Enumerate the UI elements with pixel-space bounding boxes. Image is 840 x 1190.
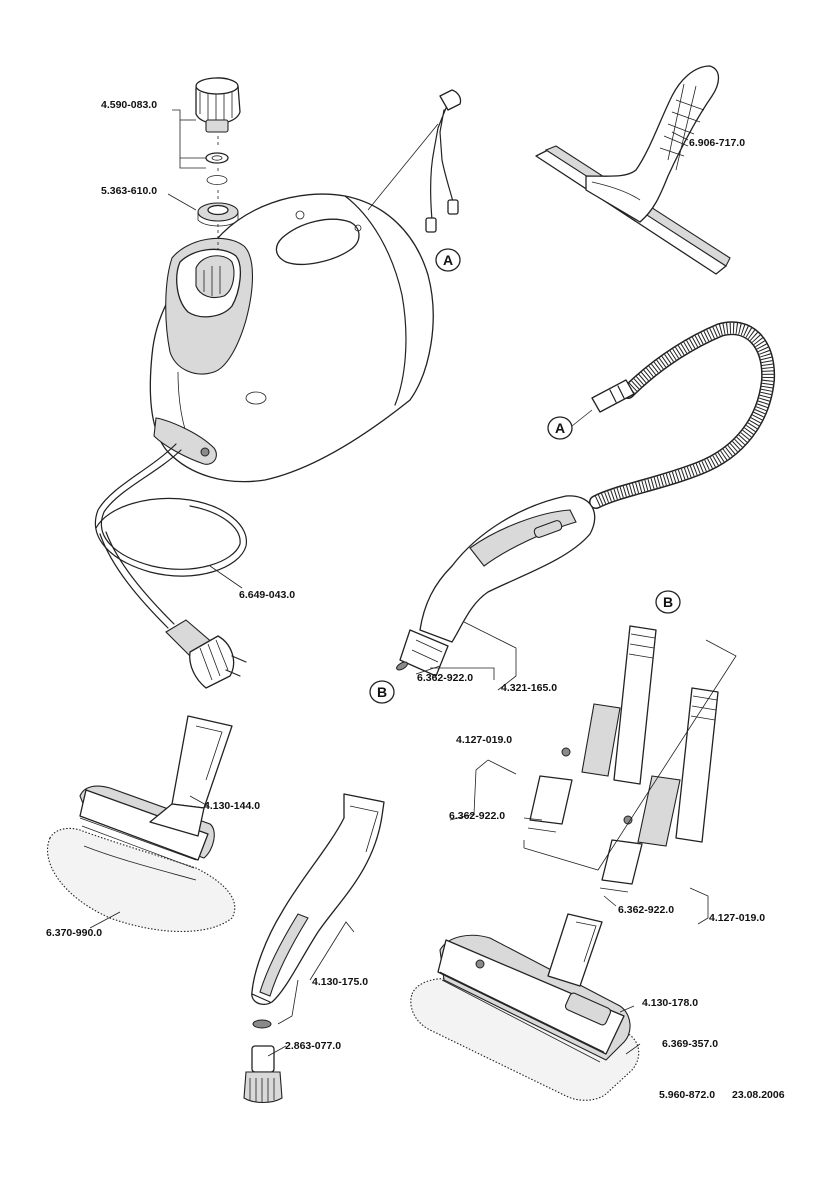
- steam-gun: [395, 496, 594, 676]
- window-squeegee: [536, 66, 730, 274]
- svg-text:A: A: [443, 252, 453, 268]
- part-label-4130-178: 4.130-178.0: [642, 997, 698, 1009]
- steam-hose: [572, 328, 768, 502]
- part-label-6362-922-upper: 6.362-922.0: [449, 810, 505, 822]
- detail-nozzle: [252, 794, 384, 1004]
- callout-b-gun: B: [370, 681, 394, 703]
- callout-a-unit: A: [436, 249, 460, 271]
- callout-b-tube: B: [656, 591, 680, 613]
- power-plug: [166, 620, 246, 688]
- document-date: 23.08.2006: [732, 1089, 785, 1101]
- hand-nozzle-with-cloth: [48, 716, 235, 932]
- cap-o-ring: [207, 176, 227, 185]
- part-label-6370-990: 6.370-990.0: [46, 927, 102, 939]
- round-brush: [244, 1046, 282, 1103]
- callout-a-hose: A: [548, 417, 572, 439]
- svg-text:B: B: [377, 684, 387, 700]
- part-label-6362-922-lower: 6.362-922.0: [618, 904, 674, 916]
- cap-washer: [206, 153, 228, 163]
- part-label-6362-922-gun: 6.362-922.0: [417, 672, 473, 684]
- part-label-5363-610: 5.363-610.0: [101, 185, 157, 197]
- floor-nozzle-with-cloth: [411, 914, 639, 1100]
- extension-tube-upper: [528, 626, 656, 832]
- part-label-4127-019-lower: 4.127-019.0: [709, 912, 765, 924]
- svg-text:A: A: [555, 420, 565, 436]
- filler-cap-part: [196, 78, 240, 132]
- part-label-6906-717: 6.906-717.0: [689, 137, 745, 149]
- part-label-6649-043: 6.649-043.0: [239, 589, 295, 601]
- part-label-4127-019-upper: 4.127-019.0: [456, 734, 512, 746]
- filler-socket-part: [198, 203, 238, 226]
- svg-text:B: B: [663, 594, 673, 610]
- part-label-4321-165: 4.321-165.0: [501, 682, 557, 694]
- part-label-4130-144: 4.130-144.0: [204, 800, 260, 812]
- document-number: 5.960-872.0: [659, 1089, 715, 1101]
- nozzle-o-ring: [253, 1020, 271, 1028]
- part-label-4130-175: 4.130-175.0: [312, 976, 368, 988]
- part-label-4590-083: 4.590-083.0: [101, 99, 157, 111]
- steam-cleaner-unit: [150, 194, 433, 482]
- part-label-6369-357: 6.369-357.0: [662, 1038, 718, 1050]
- part-label-2863-077: 2.863-077.0: [285, 1040, 341, 1052]
